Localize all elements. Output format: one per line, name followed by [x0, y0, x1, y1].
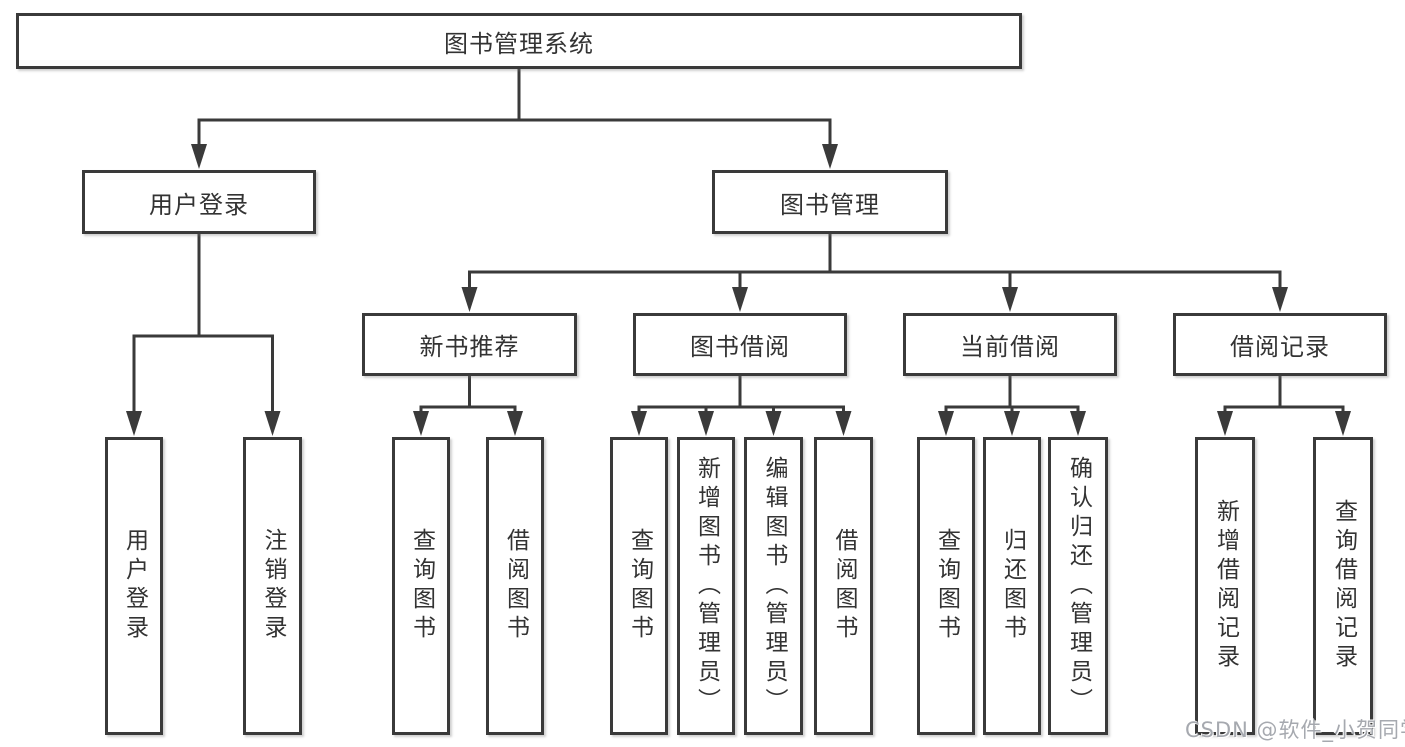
arrowhead-icon	[413, 411, 429, 436]
node-nbr-query: 查询图书	[392, 437, 450, 735]
node-label-br-query: 查询借阅记录	[1330, 499, 1357, 673]
node-ul-login: 用户登录	[105, 437, 163, 735]
arrowhead-icon	[631, 411, 647, 436]
node-book-mgmt: 图书管理	[712, 170, 948, 234]
node-book-borrow: 图书借阅	[633, 313, 847, 376]
arrowhead-icon	[765, 411, 782, 436]
arrowhead-icon	[822, 144, 838, 169]
node-borrow-records: 借阅记录	[1173, 313, 1387, 376]
node-label-br-add: 新增借阅记录	[1212, 499, 1239, 673]
arrowhead-icon	[1070, 411, 1086, 436]
node-label-root: 图书管理系统	[444, 29, 594, 58]
arrowhead-icon	[698, 411, 714, 436]
arrowhead-icon	[1217, 411, 1233, 436]
node-bb-query: 查询图书	[610, 437, 668, 735]
node-label-nbr-borrow: 借阅图书	[502, 528, 529, 644]
arrowhead-icon	[1335, 411, 1351, 436]
node-bb-borrow: 借阅图书	[814, 437, 873, 735]
node-label-ul-login: 用户登录	[121, 528, 148, 644]
watermark: CSDN @软件_小贺同学	[1185, 718, 1405, 742]
node-label-book-mgmt: 图书管理	[780, 190, 880, 219]
node-cb-query: 查询图书	[917, 437, 975, 735]
node-label-bb-query: 查询图书	[626, 528, 653, 644]
arrowhead-icon	[1004, 411, 1020, 436]
node-label-current-borrow: 当前借阅	[960, 333, 1060, 361]
arrowhead-icon	[461, 287, 478, 312]
node-label-borrow-records: 借阅记录	[1230, 333, 1330, 361]
node-nbr-borrow: 借阅图书	[486, 437, 544, 735]
node-label-cb-confirm: 确认归还（管理员）	[1065, 455, 1092, 717]
arrowhead-icon	[1002, 287, 1018, 312]
arrowhead-icon	[1272, 287, 1288, 312]
node-ul-logout: 注销登录	[243, 437, 302, 735]
node-user-login: 用户登录	[82, 170, 316, 234]
node-br-query: 查询借阅记录	[1313, 437, 1373, 735]
node-label-cb-query: 查询图书	[933, 528, 960, 644]
node-current-borrow: 当前借阅	[903, 313, 1117, 376]
node-bb-add: 新增图书（管理员）	[677, 437, 735, 735]
node-label-bb-borrow: 借阅图书	[831, 528, 857, 644]
arrowhead-icon	[938, 411, 954, 436]
node-label-new-book-rec: 新书推荐	[419, 333, 520, 361]
node-label-cb-return: 归还图书	[999, 528, 1026, 644]
node-cb-confirm: 确认归还（管理员）	[1048, 437, 1108, 735]
arrowhead-icon	[264, 411, 281, 436]
node-label-book-borrow: 图书借阅	[690, 333, 790, 361]
node-new-book-rec: 新书推荐	[362, 313, 577, 376]
node-label-ul-logout: 注销登录	[260, 528, 286, 644]
node-label-nbr-query: 查询图书	[408, 528, 435, 644]
arrowhead-icon	[732, 287, 748, 312]
arrowhead-icon	[126, 411, 142, 436]
arrowhead-icon	[507, 411, 523, 436]
node-bb-edit: 编辑图书（管理员）	[744, 437, 803, 735]
arrowhead-icon	[835, 411, 852, 436]
node-label-bb-add: 新增图书（管理员）	[693, 455, 720, 717]
node-label-user-login: 用户登录	[149, 190, 249, 219]
node-root: 图书管理系统	[16, 13, 1022, 69]
node-br-add: 新增借阅记录	[1195, 437, 1255, 735]
node-label-bb-edit: 编辑图书（管理员）	[761, 455, 787, 717]
arrowhead-icon	[191, 144, 207, 169]
node-cb-return: 归还图书	[983, 437, 1041, 735]
